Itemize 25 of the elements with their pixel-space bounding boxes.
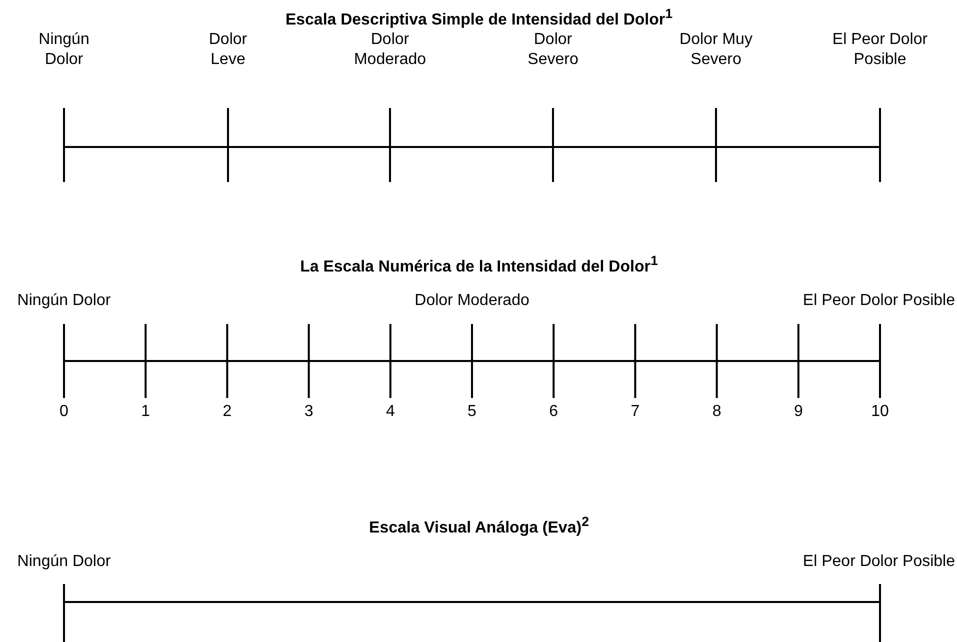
tick-number: 6 — [549, 402, 558, 422]
descriptor-label: Dolor Severo — [526, 30, 580, 70]
tick-number: 10 — [871, 402, 889, 422]
descriptor-label: Dolor Moderado — [352, 30, 428, 70]
tick-number: 8 — [712, 402, 722, 422]
tick-number: 3 — [304, 402, 314, 422]
anchor-label: Dolor Moderado — [414, 291, 530, 311]
tick-number: 4 — [386, 402, 395, 422]
tick-number: 2 — [222, 402, 232, 422]
tick-number: 1 — [141, 402, 150, 422]
scale-title: La Escala Numérica de la Intensidad del Dolor$^{1}$ — [300, 252, 658, 278]
tick-number: 0 — [60, 402, 68, 422]
tick-number: 7 — [630, 402, 640, 422]
descriptor-label: Dolor Leve — [208, 30, 248, 70]
descriptor-label: Ningún Dolor — [38, 30, 90, 70]
descriptor-label: Dolor Muy Severo — [678, 30, 754, 70]
anchor-label: Ningún Dolor — [17, 291, 111, 311]
anchor-label: El Peor Dolor Posible — [802, 291, 955, 311]
scale-title: Escala Visual Análoga (Eva)$^{2}$ — [369, 513, 589, 538]
anchor-label: Ningún Dolor — [17, 552, 111, 572]
tick-number: 9 — [794, 402, 803, 422]
tick-number: 5 — [468, 402, 476, 422]
descriptor-label: El Peor Dolor Posible — [831, 30, 929, 70]
anchor-label: El Peor Dolor Posible — [802, 552, 955, 572]
scale-title: Escala Descriptiva Simple de Intensidad del Dolor$^{1}$ — [285, 5, 673, 30]
